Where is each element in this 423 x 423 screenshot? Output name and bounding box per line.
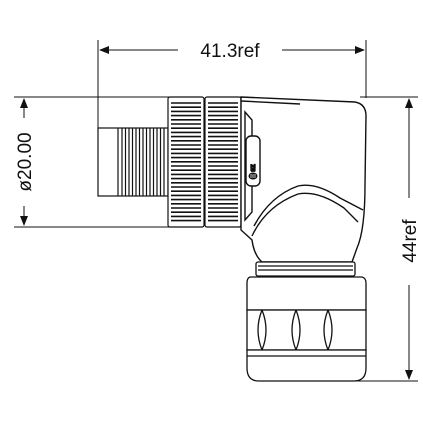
brand-logo-text: SZ [251, 164, 257, 172]
width-dimension-label: 41.3ref [200, 41, 260, 62]
diameter-dimension: ø20.00 [14, 96, 172, 228]
cable-gland [246, 276, 367, 382]
knurled-coupling-nut [167, 96, 242, 228]
gland-ring [255, 261, 356, 277]
gland-cap [246, 349, 367, 382]
logo-badge [245, 135, 261, 187]
gland-upper [246, 276, 367, 311]
housing-outline [240, 96, 367, 263]
width-dimension: 41.3ref [97, 40, 367, 128]
threaded-insert [97, 127, 169, 197]
thread-lines [121, 128, 165, 196]
gland-ring-body [255, 261, 356, 277]
height-dimension-label: 44ref [400, 219, 421, 263]
housing-top-edge [240, 100, 301, 105]
height-dimension: 44ref [355, 96, 421, 382]
housing-bend-edge [253, 184, 364, 227]
housing-bend-edge-inner [251, 192, 359, 237]
knurl-lines [171, 102, 238, 222]
gland-hex-facets [261, 309, 333, 351]
gland-hex-facets-2 [257, 309, 329, 351]
brand-logo-icon [248, 172, 258, 180]
diameter-dimension-label: ø20.00 [15, 132, 36, 191]
angled-housing: SZ [240, 96, 367, 263]
gland-hex-nut [246, 309, 367, 351]
